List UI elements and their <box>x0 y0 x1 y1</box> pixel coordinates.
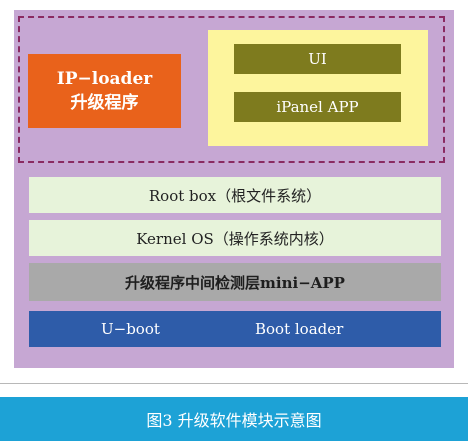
ip-loader-label: IP−loader <box>56 69 153 89</box>
divider <box>0 383 468 384</box>
figure-caption: 图3 升级软件模块示意图 <box>0 397 468 441</box>
ui-label: UI <box>308 50 327 68</box>
ipanel-app-label: iPanel APP <box>276 98 359 116</box>
uboot-label: U−boot <box>101 320 160 338</box>
module-diagram: IP−loader 升级程序 UI iPanel APP Root box（根文… <box>14 10 454 368</box>
kernel-os-label: Kernel OS（操作系统内核） <box>136 229 334 248</box>
ipanel-app-box: iPanel APP <box>234 92 401 122</box>
upgrade-detection-layer: 升级程序中间检测层mini−APP <box>29 263 441 301</box>
root-box-label: Root box（根文件系统） <box>148 186 322 205</box>
ui-box: UI <box>234 44 401 74</box>
application-region <box>18 16 445 163</box>
kernel-os-layer: Kernel OS（操作系统内核） <box>29 220 441 256</box>
upgrade-layer-label: 升级程序中间检测层mini−APP <box>125 273 345 292</box>
ip-loader-box: IP−loader 升级程序 <box>28 54 181 128</box>
ip-loader-sublabel: 升级程序 <box>70 93 139 113</box>
root-box-layer: Root box（根文件系统） <box>29 177 441 213</box>
figure-caption-text: 图3 升级软件模块示意图 <box>146 411 322 430</box>
uboot-layer: U−boot Boot loader <box>29 311 441 347</box>
boot-loader-label: Boot loader <box>255 320 344 338</box>
